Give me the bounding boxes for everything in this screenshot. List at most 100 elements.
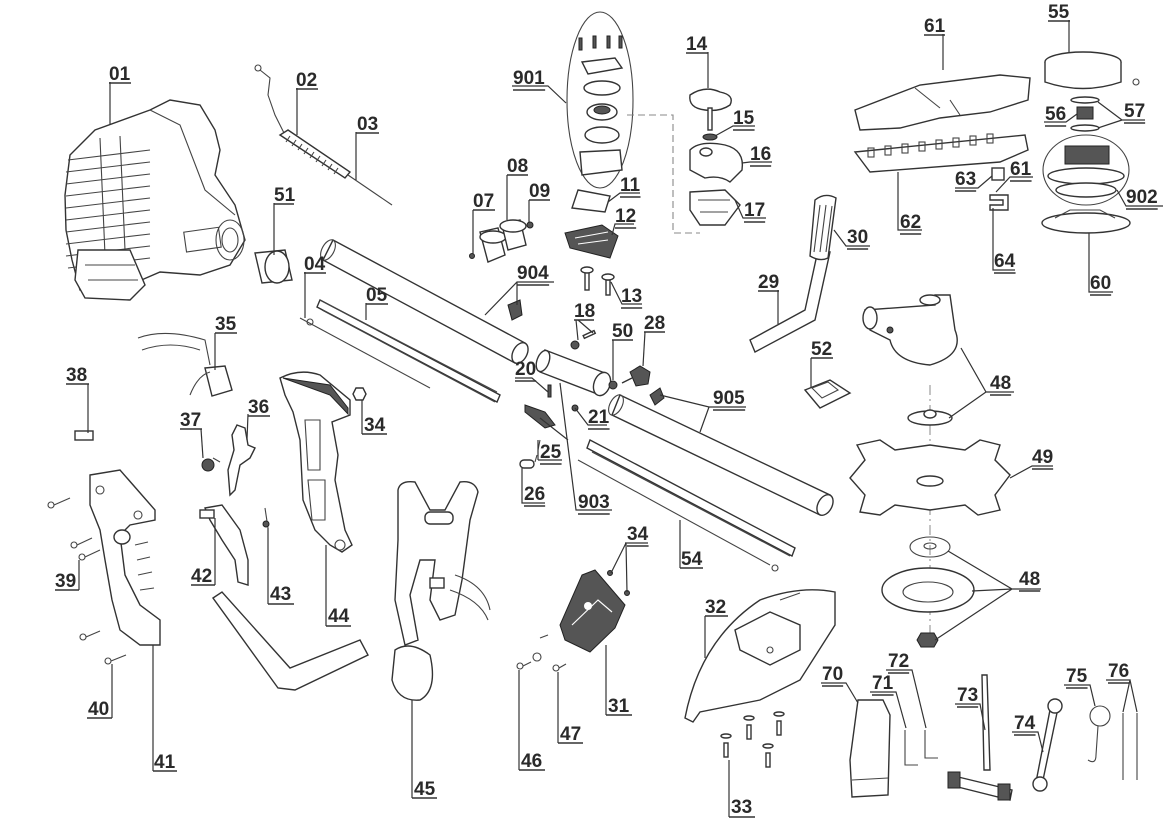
callout-31: 31 xyxy=(605,645,632,717)
svg-text:21: 21 xyxy=(588,407,610,428)
svg-text:25: 25 xyxy=(540,442,562,463)
callout-38: 38 xyxy=(66,365,89,433)
svg-text:61: 61 xyxy=(924,16,946,37)
callout-16: 16 xyxy=(741,144,772,167)
handle-bar-part xyxy=(749,194,837,353)
spring-37-part xyxy=(201,457,221,472)
svg-text:13: 13 xyxy=(621,286,642,307)
upper-tube-part xyxy=(320,239,529,364)
callout-40: 40 xyxy=(87,664,113,720)
coupling-tube-part xyxy=(535,349,612,397)
callout-45: 45 xyxy=(411,700,437,800)
svg-text:07: 07 xyxy=(473,191,494,212)
svg-text:55: 55 xyxy=(1048,2,1070,23)
handle-right-part xyxy=(279,371,353,553)
callout-18: 18 xyxy=(574,301,595,341)
callout-902: 902 xyxy=(1116,187,1163,210)
svg-text:26: 26 xyxy=(524,484,545,505)
tool-pouch-part xyxy=(849,699,891,798)
svg-text:29: 29 xyxy=(758,272,779,293)
svg-text:47: 47 xyxy=(560,724,581,745)
svg-text:74: 74 xyxy=(1014,713,1036,734)
protective-guard-part xyxy=(684,589,836,723)
callout-54: 54 xyxy=(679,520,703,570)
throttle-lever-part xyxy=(227,424,256,497)
svg-text:61: 61 xyxy=(1010,159,1032,180)
callout-73: 73 xyxy=(955,685,986,731)
callout-43: 43 xyxy=(267,528,294,605)
svg-text:08: 08 xyxy=(507,156,528,177)
svg-text:33: 33 xyxy=(731,797,752,818)
callout-21: 21 xyxy=(574,407,610,430)
callout-56: 56 xyxy=(1044,104,1078,127)
small-hardware-part xyxy=(519,329,665,469)
svg-text:39: 39 xyxy=(55,571,76,592)
callout-904: 904 xyxy=(484,263,554,316)
handle-left-part xyxy=(89,469,161,646)
callout-26: 26 xyxy=(521,468,546,507)
svg-text:901: 901 xyxy=(513,68,545,89)
spool-head-part xyxy=(1041,51,1140,234)
svg-text:34: 34 xyxy=(627,524,649,545)
guard-bracket-part xyxy=(559,569,630,653)
svg-text:71: 71 xyxy=(872,673,894,694)
throttle-cable-part xyxy=(347,174,393,206)
callout-17: 17 xyxy=(734,199,766,223)
svg-text:64: 64 xyxy=(994,251,1016,272)
blade-cover-part xyxy=(803,379,852,409)
nut-34-part xyxy=(352,387,367,401)
lower-tube-part xyxy=(608,394,834,516)
svg-text:63: 63 xyxy=(955,169,976,190)
callout-55: 55 xyxy=(1048,2,1070,53)
svg-text:70: 70 xyxy=(822,664,843,685)
callout-28: 28 xyxy=(642,313,665,367)
callout-903: 903 xyxy=(539,382,612,515)
callout-64: 64 xyxy=(992,208,1016,274)
callout-901: 901 xyxy=(512,68,567,104)
svg-text:48: 48 xyxy=(990,373,1011,394)
svg-text:42: 42 xyxy=(191,566,212,587)
svg-text:903: 903 xyxy=(578,492,610,513)
callout-36: 36 xyxy=(246,397,270,441)
screws-39-40-part xyxy=(47,497,127,665)
svg-text:31: 31 xyxy=(608,696,630,717)
callout-20: 20 xyxy=(515,359,549,393)
bent-tube-part xyxy=(212,591,369,691)
callout-34-bracket: 34 xyxy=(610,524,649,593)
callout-52: 52 xyxy=(810,339,833,388)
svg-text:14: 14 xyxy=(686,34,708,55)
callout-03: 03 xyxy=(355,114,379,180)
flange-lower-part xyxy=(881,536,975,648)
svg-text:35: 35 xyxy=(215,314,237,335)
callout-04: 04 xyxy=(304,254,326,318)
switch-part xyxy=(137,332,233,397)
svg-text:11: 11 xyxy=(620,175,641,196)
svg-text:905: 905 xyxy=(713,388,745,409)
gear-head-part xyxy=(862,294,958,366)
svg-text:62: 62 xyxy=(900,212,921,233)
svg-text:75: 75 xyxy=(1066,666,1088,687)
callout-39: 39 xyxy=(55,560,80,592)
svg-text:16: 16 xyxy=(750,144,771,165)
svg-text:04: 04 xyxy=(304,254,326,275)
callout-13: 13 xyxy=(610,281,643,309)
rubber-sleeve-part xyxy=(254,249,293,284)
svg-text:56: 56 xyxy=(1045,104,1066,125)
svg-text:15: 15 xyxy=(733,108,755,129)
callout-48-flange: 48 xyxy=(934,550,1041,641)
svg-text:46: 46 xyxy=(521,751,542,772)
callout-15: 15 xyxy=(714,108,755,137)
callout-57: 57 xyxy=(1097,101,1146,129)
callout-47: 47 xyxy=(557,672,583,745)
callout-44: 44 xyxy=(325,545,351,627)
callout-46: 46 xyxy=(518,670,545,772)
svg-text:904: 904 xyxy=(517,263,549,284)
screws-13-part xyxy=(580,266,615,296)
svg-text:01: 01 xyxy=(109,64,131,85)
callout-62: 62 xyxy=(897,172,922,235)
svg-text:12: 12 xyxy=(615,206,636,227)
callout-01: 01 xyxy=(109,64,131,125)
svg-text:18: 18 xyxy=(574,301,595,322)
clamp-part xyxy=(469,219,534,263)
svg-text:60: 60 xyxy=(1090,273,1111,294)
